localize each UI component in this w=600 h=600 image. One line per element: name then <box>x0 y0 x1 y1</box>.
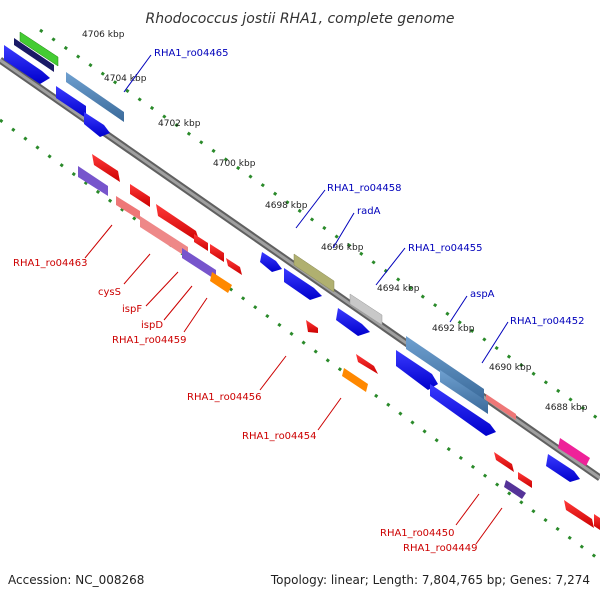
label-ro04454[interactable]: RHA1_ro04454 <box>242 431 317 442</box>
gene-ro04455[interactable] <box>349 293 383 326</box>
gene-ro04454[interactable] <box>342 368 368 392</box>
gene-ro04463[interactable] <box>78 166 108 196</box>
label-ro04456[interactable]: RHA1_ro04456 <box>187 392 262 403</box>
tick-4694: 4694 kbp <box>377 284 420 294</box>
gene-ispD[interactable] <box>182 248 216 280</box>
gene-ispF[interactable] <box>140 216 188 258</box>
gene-cds[interactable] <box>336 308 370 336</box>
label-ispD[interactable]: ispD <box>141 320 163 331</box>
genome-stats-text: Topology: linear; Length: 7,804,765 bp; … <box>270 573 590 587</box>
gene-red[interactable] <box>564 500 594 528</box>
gene-steel[interactable] <box>440 370 488 414</box>
gene-cds[interactable] <box>546 454 580 482</box>
gene-cds[interactable] <box>56 86 86 118</box>
callout-lines-blue <box>123 54 509 364</box>
label-ro04449[interactable]: RHA1_ro04449 <box>403 543 478 554</box>
gene-cds[interactable] <box>4 45 50 84</box>
tick-4690: 4690 kbp <box>489 363 532 373</box>
gene-cds[interactable] <box>84 112 110 137</box>
gene-ro04465[interactable] <box>66 72 124 122</box>
tick-4702: 4702 kbp <box>158 119 201 129</box>
label-cysS[interactable]: cysS <box>98 287 121 298</box>
tick-4704: 4704 kbp <box>104 74 147 84</box>
gene-red[interactable] <box>194 234 208 251</box>
gene-cds[interactable] <box>430 384 496 436</box>
gene-cysS[interactable] <box>116 196 140 220</box>
gene-ro04450[interactable] <box>494 452 514 472</box>
tick-4696: 4696 kbp <box>321 243 364 253</box>
gene-red[interactable] <box>92 154 120 182</box>
gene-features <box>4 31 600 530</box>
tick-4698: 4698 kbp <box>265 201 308 211</box>
gene-red[interactable] <box>594 514 600 530</box>
gene-red[interactable] <box>306 320 318 333</box>
label-ro04465[interactable]: RHA1_ro04465 <box>154 48 229 59</box>
label-aspA[interactable]: aspA <box>470 289 495 300</box>
gene-red[interactable] <box>210 244 224 262</box>
tick-labels: 4706 kbp 4704 kbp 4702 kbp 4700 kbp 4698… <box>82 30 588 413</box>
gene-ro04456[interactable] <box>356 354 378 374</box>
gene-radA[interactable] <box>293 253 335 293</box>
label-ro04463[interactable]: RHA1_ro04463 <box>13 258 88 269</box>
gene-ro04459[interactable] <box>210 272 232 293</box>
callout-lines-red <box>84 224 503 545</box>
gene-labels-blue: RHA1_ro04465 RHA1_ro04458 radA RHA1_ro04… <box>154 48 585 327</box>
gene-green[interactable] <box>19 31 59 67</box>
label-ro04450[interactable]: RHA1_ro04450 <box>380 528 455 539</box>
gene-red[interactable] <box>226 258 242 275</box>
gene-red[interactable] <box>156 204 200 243</box>
gene-cds[interactable] <box>260 252 282 272</box>
label-ro04455[interactable]: RHA1_ro04455 <box>408 243 483 254</box>
label-ispF[interactable]: ispF <box>122 304 142 315</box>
gene-cds[interactable] <box>396 350 438 390</box>
gene-ro04452[interactable] <box>486 394 516 420</box>
map-title: Rhodococcus jostii RHA1, complete genome <box>145 11 454 27</box>
tick-4706: 4706 kbp <box>82 30 125 40</box>
gene-red[interactable] <box>518 472 532 488</box>
label-ro04452[interactable]: RHA1_ro04452 <box>510 316 585 327</box>
tick-4688: 4688 kbp <box>545 403 588 413</box>
gene-magenta[interactable] <box>558 438 590 466</box>
label-ro04459[interactable]: RHA1_ro04459 <box>112 335 187 346</box>
accession-text: Accession: NC_008268 <box>8 573 145 587</box>
gene-red[interactable] <box>130 184 150 207</box>
tick-4692: 4692 kbp <box>432 324 475 334</box>
gene-labels-red: RHA1_ro04463 cysS ispF ispD RHA1_ro04459… <box>13 258 478 554</box>
gene-navy[interactable] <box>14 38 54 72</box>
gene-aspA[interactable] <box>406 336 484 402</box>
dotted-tracks <box>0 28 600 562</box>
label-ro04458[interactable]: RHA1_ro04458 <box>327 183 402 194</box>
tick-4700: 4700 kbp <box>213 159 256 169</box>
gene-ro04449[interactable] <box>504 480 526 499</box>
label-radA[interactable]: radA <box>357 206 381 217</box>
gene-cds[interactable] <box>284 268 322 300</box>
